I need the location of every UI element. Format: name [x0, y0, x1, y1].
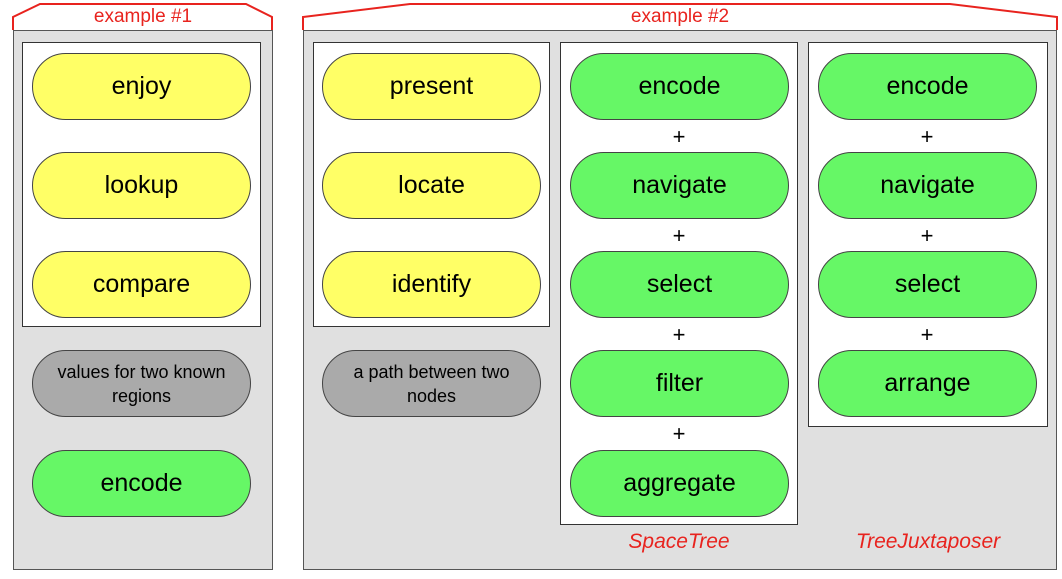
plus-sign: +: [920, 124, 934, 149]
example1-bracket: [12, 3, 273, 30]
means-encode: encode: [32, 450, 251, 517]
target-values: values for two known regions: [32, 350, 251, 417]
treejuxtaposer-encode: encode: [818, 53, 1037, 120]
example2-bracket: [302, 3, 1058, 30]
action-identify: identify: [322, 251, 541, 318]
action-present: present: [322, 53, 541, 120]
treejuxtaposer-label: TreeJuxtaposer: [855, 530, 1001, 553]
spacetree-encode: encode: [570, 53, 789, 120]
plus-sign: +: [672, 421, 686, 446]
spacetree-filter: filter: [570, 350, 789, 417]
plus-sign: +: [920, 223, 934, 248]
plus-sign: +: [920, 322, 934, 347]
action-lookup: lookup: [32, 152, 251, 219]
treejuxtaposer-arrange: arrange: [818, 350, 1037, 417]
spacetree-navigate: navigate: [570, 152, 789, 219]
spacetree-select: select: [570, 251, 789, 318]
action-compare: compare: [32, 251, 251, 318]
plus-sign: +: [672, 223, 686, 248]
example2-title: example #2: [630, 6, 730, 27]
action-enjoy: enjoy: [32, 53, 251, 120]
treejuxtaposer-select: select: [818, 251, 1037, 318]
example1-title: example #1: [93, 6, 193, 27]
spacetree-label: SpaceTree: [628, 530, 730, 553]
plus-sign: +: [672, 322, 686, 347]
action-locate: locate: [322, 152, 541, 219]
plus-sign: +: [672, 124, 686, 149]
spacetree-aggregate: aggregate: [570, 450, 789, 517]
treejuxtaposer-navigate: navigate: [818, 152, 1037, 219]
target-path: a path between two nodes: [322, 350, 541, 417]
